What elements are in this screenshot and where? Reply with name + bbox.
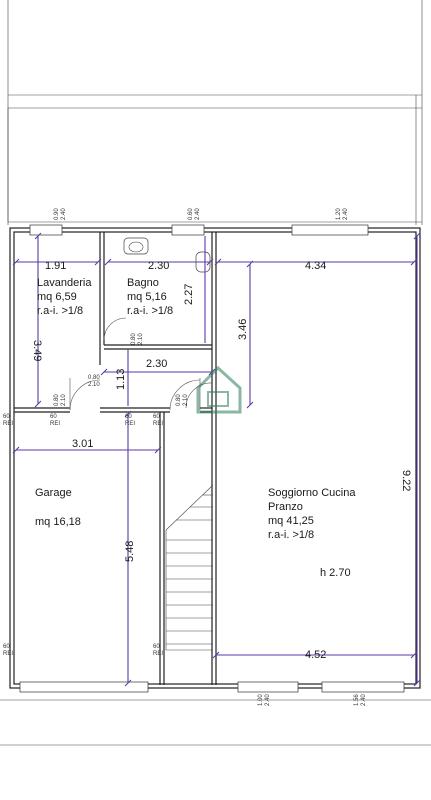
sink-basin-icon (128, 241, 144, 253)
soggiorno-height: h 2.70 (320, 567, 351, 579)
windows (19, 224, 405, 693)
ground-line (0, 699, 431, 746)
upper-building-outline (7, 0, 423, 225)
win-top-left-h: 2.40 (61, 208, 67, 220)
win-top-mid-h: 2.40 (195, 208, 201, 220)
dim-soggiorno-bottom-width: 4.52 (305, 649, 326, 661)
bagno-area: mq 5,16 (127, 291, 167, 303)
door-lav-w: 0.80 (54, 394, 60, 406)
lavanderia-ratio: r.a-i. >1/8 (37, 305, 83, 317)
dimension-lines (12, 232, 421, 687)
rei-6-txt: REI (153, 651, 163, 657)
door-soggiorno-h: 2.10 (183, 394, 189, 406)
dim-soggiorno-height: 9.22 (400, 470, 412, 491)
window-top-right (291, 224, 369, 236)
rei-1-num: 60 (3, 414, 10, 420)
dim-soggiorno-inner-height: 3.46 (237, 319, 249, 340)
rei-1-txt: REI (3, 421, 13, 427)
door-corridor-left-h: 2.10 (88, 382, 100, 388)
dim-soggiorno-top-width: 4.34 (305, 260, 326, 272)
dim-bagno-width: 2.30 (148, 260, 169, 272)
rei-2-num: 60 (50, 414, 57, 420)
rei-5-txt: REI (3, 651, 13, 657)
dim-lavanderia-height: 3.49 (31, 340, 43, 361)
window-bottom-right (321, 681, 405, 693)
soggiorno-area: mq 41,25 (268, 515, 314, 527)
sink-icon (123, 237, 149, 255)
door-bagno-h: 2.10 (138, 333, 144, 345)
rei-4-num: 60 (153, 414, 160, 420)
rei-3-txt: REI (125, 421, 135, 427)
dim-garage-width: 3.01 (72, 438, 93, 450)
dim-lavanderia-width: 1.91 (45, 260, 66, 272)
bagno-ratio: r.a-i. >1/8 (127, 305, 173, 317)
door-swings (69, 317, 213, 411)
interior-walls (14, 232, 217, 685)
rei-5-num: 60 (3, 644, 10, 650)
lavanderia-name: Lavanderia (37, 277, 92, 289)
soggiorno-name-line1: Soggiorno Cucina (268, 487, 356, 499)
rei-4-txt: REI (153, 421, 163, 427)
window-top-mid (171, 224, 205, 236)
window-top-left (29, 224, 63, 236)
room-labels: Lavanderia mq 6,59 r.a-i. >1/8 Bagno mq … (35, 277, 356, 579)
win-top-right-w: 1.20 (336, 208, 342, 220)
win-top-right-h: 2.40 (343, 208, 349, 220)
door-bagno-w: 0.80 (131, 333, 137, 345)
staircase (165, 484, 214, 651)
dim-corridor-height: 1.13 (115, 369, 127, 390)
window-bottom-mid (237, 681, 299, 693)
win-top-left-w: 0.90 (54, 208, 60, 220)
garage-area: mq 16,18 (35, 516, 81, 528)
soggiorno-name-line2: Pranzo (268, 501, 303, 513)
outer-walls (9, 227, 421, 689)
soggiorno-ratio: r.a-i. >1/8 (268, 529, 314, 541)
lavanderia-area: mq 6,59 (37, 291, 77, 303)
garage-name: Garage (35, 487, 72, 499)
rei-2-txt: REI (50, 421, 60, 427)
bagno-name: Bagno (127, 277, 159, 289)
rei-3-num: 60 (125, 414, 132, 420)
window-bottom-left (19, 681, 149, 693)
dim-bagno-height: 2.27 (183, 284, 195, 305)
dimension-labels: 1.91 2.30 4.34 3.49 2.27 3.46 2.30 1.13 … (31, 260, 412, 661)
door-corridor-left-w: 0.80 (88, 375, 100, 381)
dim-corridor-width: 2.30 (146, 358, 167, 370)
dim-garage-height: 5.48 (124, 541, 136, 562)
house-logo-icon (196, 365, 242, 414)
door-lav-h: 2.10 (61, 394, 67, 406)
win-top-mid-w: 0.60 (188, 208, 194, 220)
rei-6-num: 60 (153, 644, 160, 650)
door-soggiorno-w: 0.80 (176, 394, 182, 406)
